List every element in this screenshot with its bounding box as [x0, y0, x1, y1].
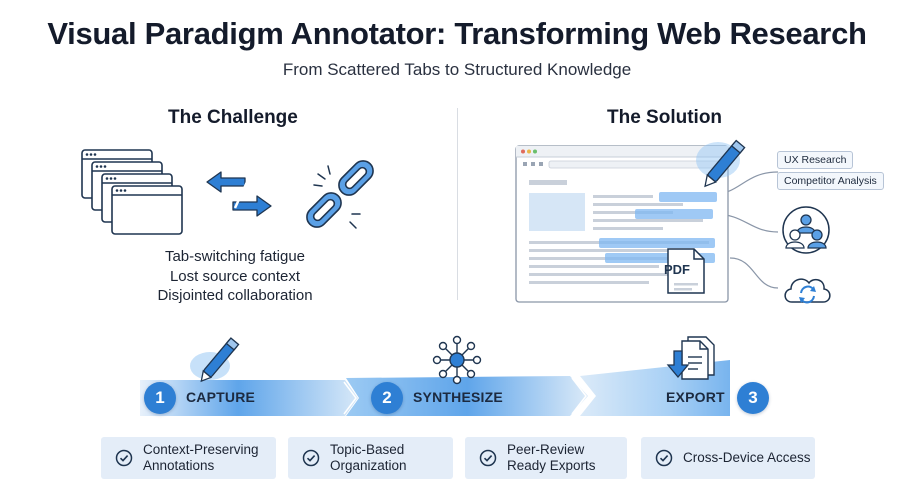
broken-chain-icon	[306, 160, 374, 229]
pdf-document-icon	[667, 248, 705, 294]
feature-text: Cross-Device Access	[683, 450, 811, 465]
challenge-point: Tab-switching fatigue	[164, 248, 306, 265]
feature-text: Topic-Based Organization	[330, 442, 407, 473]
check-circle-icon	[115, 449, 133, 467]
feature-card: Cross-Device Access	[641, 437, 815, 479]
step-label-synthesize: SYNTHESIZE	[413, 389, 503, 405]
pen-icon	[696, 139, 746, 188]
step-number: 2	[371, 382, 403, 414]
feature-text: Peer-Review Ready Exports	[507, 442, 596, 473]
check-circle-icon	[302, 449, 320, 467]
pdf-label: PDF	[664, 262, 690, 277]
check-circle-icon	[479, 449, 497, 467]
challenge-heading: The Challenge	[168, 107, 298, 128]
feature-card: Peer-Review Ready Exports	[465, 437, 627, 479]
step-number: 1	[144, 382, 176, 414]
topic-tag: Competitor Analysis	[777, 172, 884, 190]
step-label-export: EXPORT	[666, 389, 725, 405]
pen-icon	[190, 337, 240, 383]
page-subtitle: From Scattered Tabs to Structured Knowle…	[282, 60, 632, 79]
switch-arrows-icon	[206, 171, 272, 217]
topic-tag: UX Research	[777, 151, 854, 169]
solution-heading: The Solution	[607, 107, 723, 128]
step-number: 3	[737, 382, 769, 414]
feature-card: Context-Preserving Annotations	[101, 437, 276, 479]
export-documents-icon	[666, 336, 715, 380]
challenge-points: Tab-switching fatigue Lost source contex…	[120, 247, 350, 306]
section-divider	[457, 108, 458, 300]
feature-card: Topic-Based Organization	[288, 437, 453, 479]
team-icon	[782, 206, 830, 254]
check-circle-icon	[655, 449, 673, 467]
page-title: Visual Paradigm Annotator: Transforming …	[47, 16, 867, 51]
cloud-sync-icon	[784, 278, 831, 304]
step-label-capture: CAPTURE	[186, 389, 256, 405]
challenge-point: Lost source context	[169, 267, 301, 285]
network-hub-icon	[432, 335, 482, 385]
challenge-point: Disjointed collaboration	[157, 287, 313, 304]
stacked-windows-icon	[81, 149, 183, 235]
feature-text: Context-Preserving Annotations	[143, 442, 259, 473]
